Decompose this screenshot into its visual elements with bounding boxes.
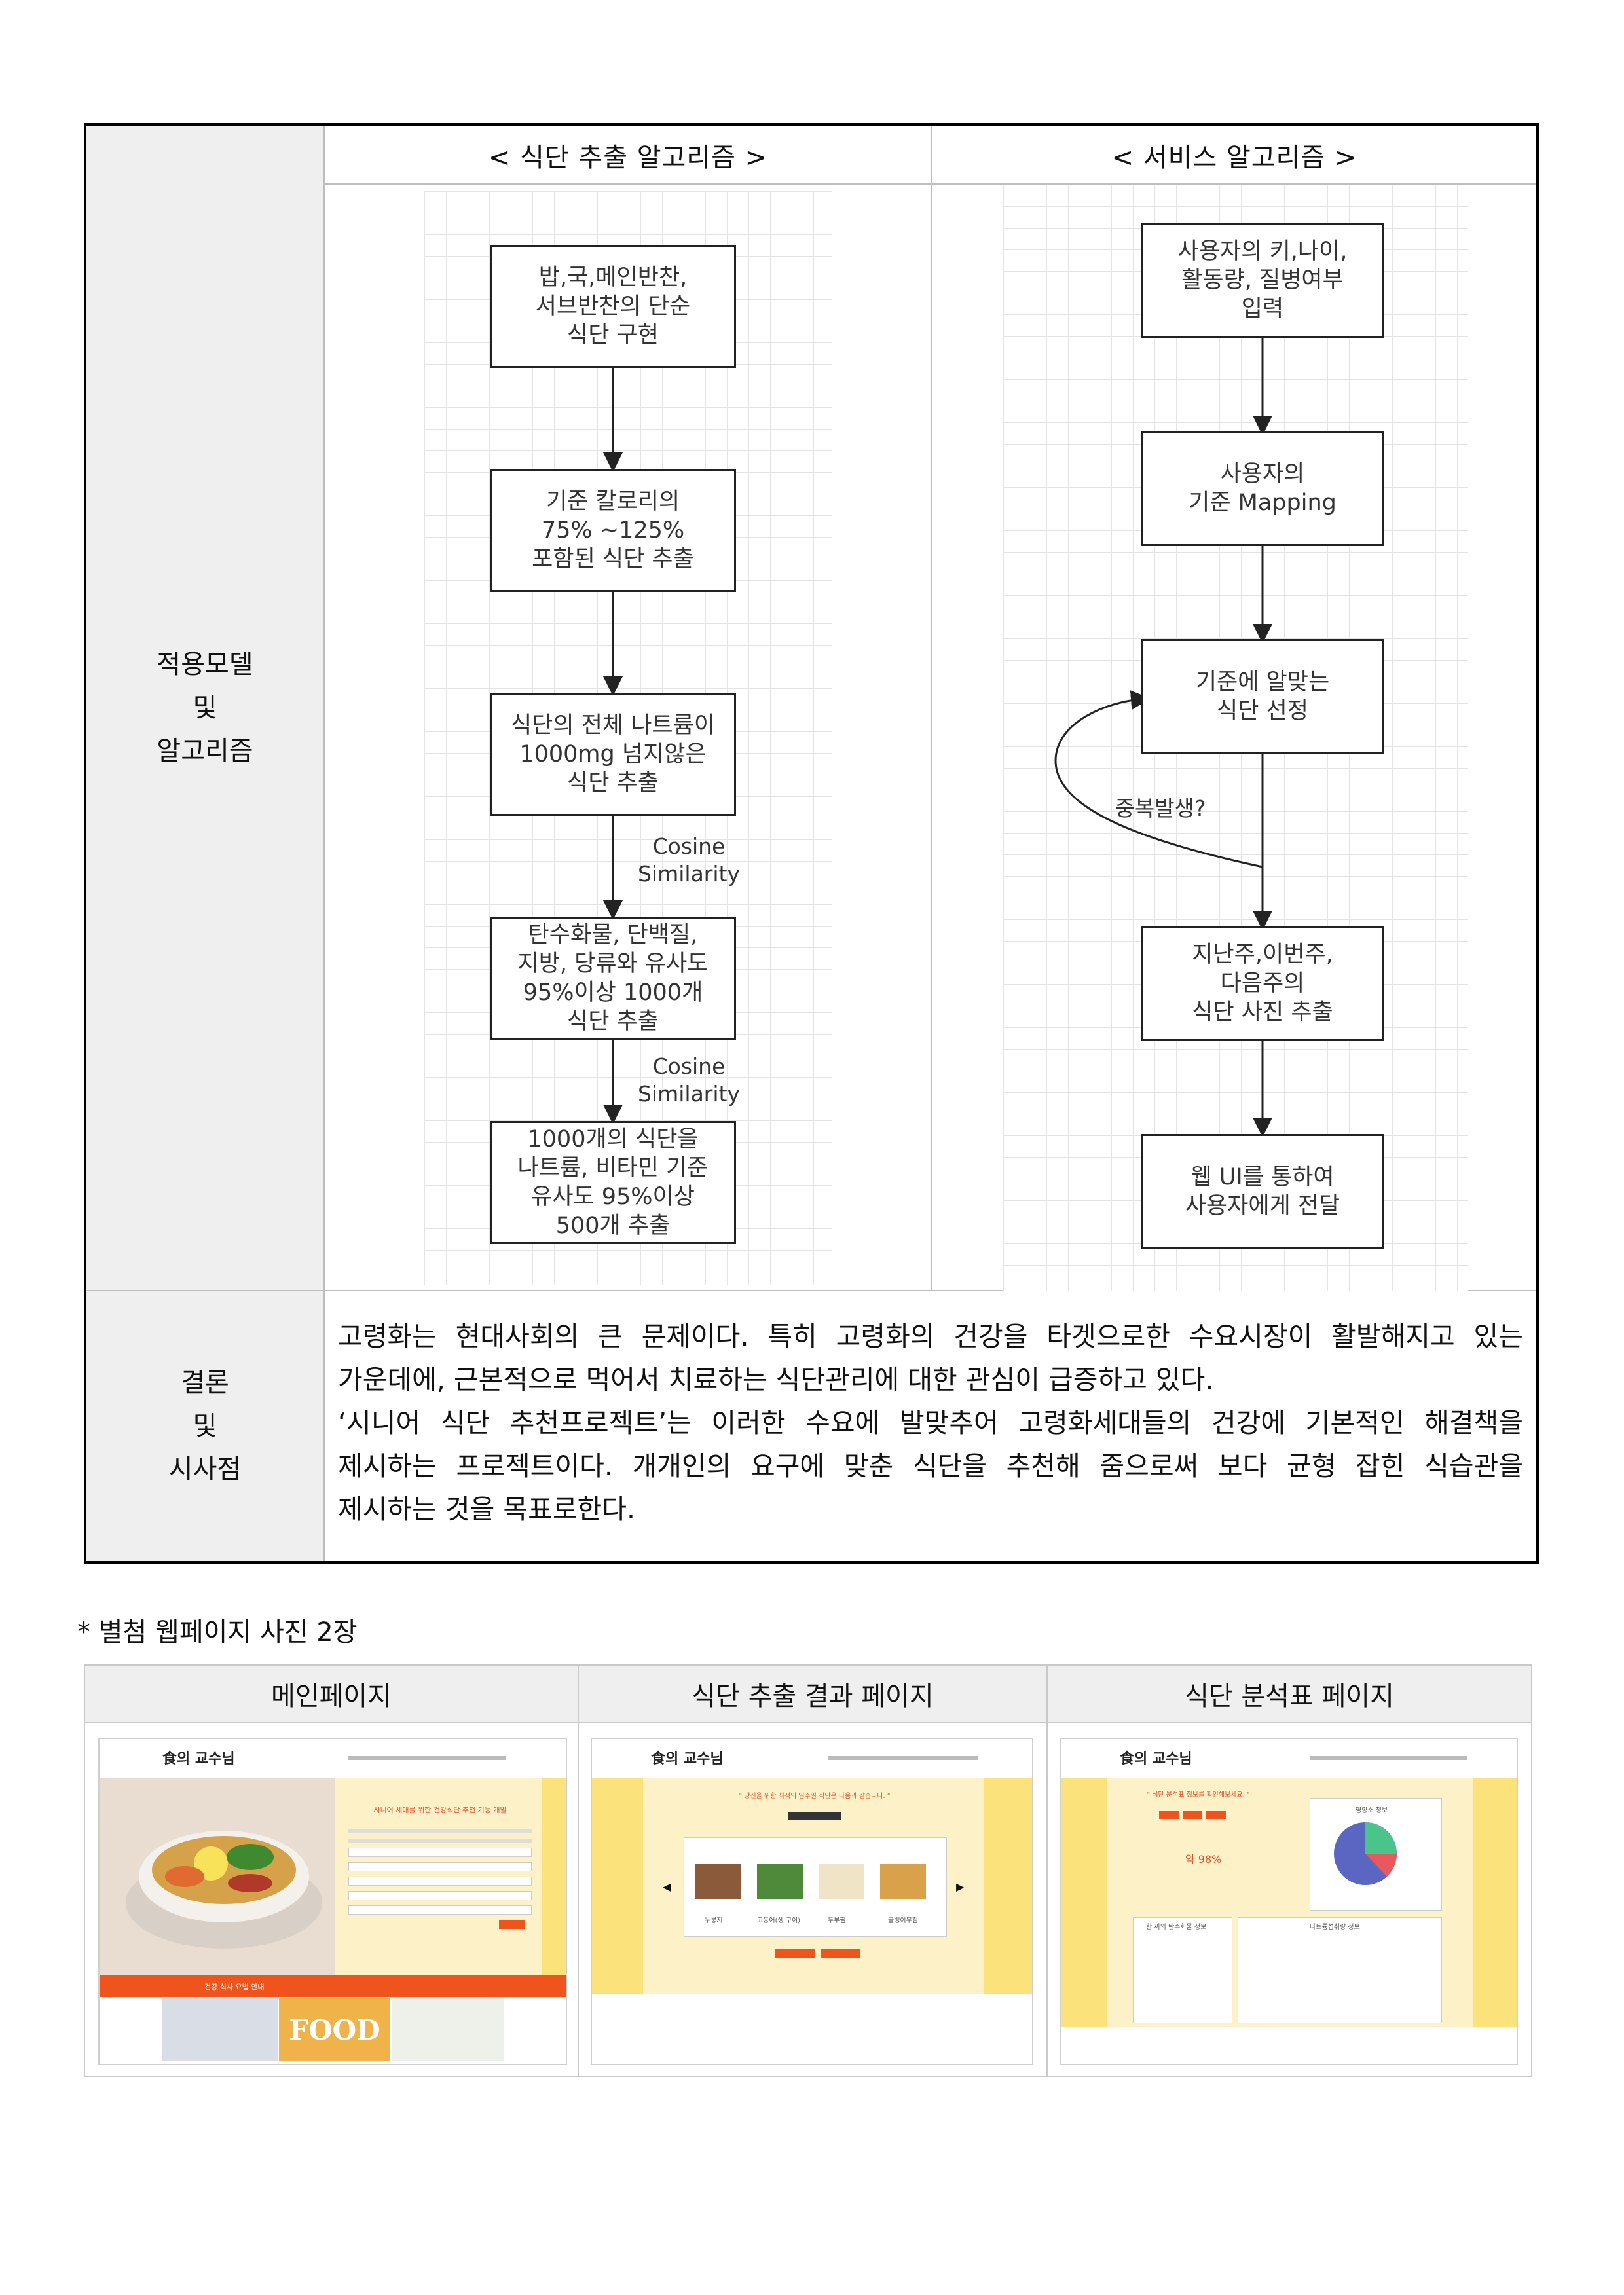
- algorithm-table: 적용모델 및 알고리즘 결론 및 시사점 < 식단 추출 알고리즘 > < 서비…: [84, 123, 1539, 1564]
- hero-side-stripe: [542, 1778, 566, 1975]
- service-step-box: 지난주,이번주, 다음주의 식단 사진 추출: [1141, 926, 1384, 1041]
- analysis-headline: " 식단 분석표 정보를 확인해보세요. ": [1147, 1791, 1250, 1799]
- extraction-step-box: 1000개의 식단을 나트륨, 비타민 기준 유사도 95%이상 500개 추출: [490, 1121, 736, 1244]
- conclusion-line: 가운데에, 근본적으로 먹어서 치료하는 식단관리에 대한 관심이 급증하고 있…: [338, 1364, 1214, 1395]
- signup-form: [348, 1824, 532, 1955]
- service-flow-arrows: [1054, 338, 1272, 1137]
- service-step-box: 사용자의 기준 Mapping: [1141, 431, 1384, 546]
- date-selector[interactable]: [788, 1812, 841, 1820]
- conclusion-line: 제시하는 프로젝트이다. 개개인의 요구에 맞춘 식단을 추천해 줌으로써 보다…: [338, 1450, 1523, 1482]
- dish-photo: [880, 1864, 926, 1899]
- conclusion-line: 제시하는 것을 목표로한다.: [338, 1494, 636, 1525]
- cosine-similarity-label: Cosine Similarity: [637, 1054, 741, 1107]
- extraction-flow-arrows: [603, 368, 623, 1124]
- screenshot-header: 메인페이지: [85, 1666, 578, 1723]
- conclusion-text: 고령화는 현대사회의 큰 문제이다. 특히 고령화의 건강을 타겟으로한 수요시…: [338, 1315, 1523, 1531]
- row1-label-cell: 적용모델 및 알고리즘: [86, 126, 323, 1290]
- screenshot-header: 식단 분석표 페이지: [1046, 1666, 1531, 1723]
- hero-headline: 시니어 세대를 위한 건강식단 추천 기능 개발: [373, 1806, 507, 1814]
- row2-label-line: 및: [193, 1411, 217, 1441]
- result-headline: " 당신을 위한 최적의 일주일 식단은 다음과 같습니다. ": [739, 1793, 891, 1800]
- tab-button[interactable]: [1183, 1811, 1202, 1819]
- site-logo: 食의 교수님: [162, 1750, 235, 1767]
- nav-bar: [1310, 1756, 1467, 1760]
- dish-name: 골뱅이무침: [888, 1917, 918, 1924]
- similarity-score: 약 98%: [1185, 1853, 1222, 1865]
- site-logo: 食의 교수님: [1120, 1750, 1192, 1767]
- prev-arrow-icon[interactable]: ◀: [663, 1881, 671, 1893]
- food-banner-text: FOOD: [289, 2013, 380, 2046]
- bibimbap-image: [100, 1778, 335, 1975]
- pie-title: 영양소 정보: [1356, 1807, 1388, 1814]
- next-arrow-icon[interactable]: ▶: [956, 1881, 965, 1893]
- duplicate-check-label: 중복발생?: [1115, 796, 1206, 821]
- dish-name: 고등어(생 구이): [757, 1917, 801, 1924]
- action-button[interactable]: [821, 1949, 860, 1958]
- result-page-screenshot: 食의 교수님 " 당신을 위한 최적의 일주일 식단은 다음과 같습니다. " …: [591, 1738, 1033, 2065]
- row2-label-line: 결론: [181, 1368, 229, 1398]
- kitchen-tools-image: [392, 1998, 504, 2061]
- action-button[interactable]: [775, 1949, 815, 1958]
- service-step-box: 기준에 알맞는 식단 선정: [1141, 639, 1384, 754]
- tab-button[interactable]: [1206, 1811, 1226, 1819]
- row1-label-line: 알고리즘: [157, 736, 253, 766]
- extraction-step-box: 기준 칼로리의 75% ~125% 포함된 식단 추출: [490, 469, 736, 592]
- health-device-image: [162, 1998, 278, 2061]
- dish-photo: [695, 1864, 741, 1899]
- analysis-page-screenshot: 食의 교수님 " 식단 분석표 정보를 확인해보세요. " 약 98% 영양소 …: [1060, 1738, 1518, 2065]
- tab-button[interactable]: [1159, 1811, 1179, 1819]
- screenshot-header: 식단 추출 결과 페이지: [578, 1666, 1046, 1723]
- sodium-chart-title: 나트륨섭취량 정보: [1310, 1924, 1360, 1931]
- carb-chart-panel: [1133, 1917, 1232, 2023]
- extraction-step-box: 탄수화물, 단백질, 지방, 당류와 유사도 95%이상 1000개 식단 추출: [490, 917, 736, 1040]
- extraction-step-box: 식단의 전체 나트륨이 1000mg 넘지않은 식단 추출: [490, 693, 736, 816]
- nutrient-pie-chart: [1334, 1822, 1397, 1885]
- table-divider: [1046, 1723, 1048, 2077]
- red-info-bar-text: 건강 식사 요법 안내: [204, 1983, 265, 1991]
- service-flowchart-canvas: [1003, 185, 1468, 1291]
- row2-label-line: 시사점: [168, 1454, 242, 1484]
- screenshot-table: 메인페이지 식단 추출 결과 페이지 식단 분석표 페이지 食의 교수님 시니어…: [84, 1664, 1532, 2077]
- row1-label-line: 적용모델: [157, 650, 253, 680]
- attachment-note: * 별첨 웹페이지 사진 2장: [77, 1617, 358, 1647]
- table-divider: [325, 183, 1536, 185]
- table-divider: [578, 1723, 579, 2077]
- dish-name: 두부찜: [828, 1917, 846, 1924]
- extraction-algorithm-header: < 식단 추출 알고리즘 >: [488, 143, 768, 173]
- service-algorithm-header: < 서비스 알고리즘 >: [1111, 143, 1357, 173]
- nav-bar: [348, 1756, 506, 1760]
- dish-name: 누룽지: [705, 1917, 723, 1924]
- table-divider: [86, 1290, 1536, 1291]
- cosine-similarity-label: Cosine Similarity: [637, 834, 741, 887]
- dish-photo: [819, 1864, 864, 1899]
- red-info-bar: [100, 1975, 566, 1997]
- food-banner-image: FOOD: [279, 1998, 390, 2061]
- service-step-box: 웹 UI를 통하여 사용자에게 전달: [1141, 1134, 1384, 1249]
- site-logo: 食의 교수님: [651, 1750, 724, 1767]
- nav-bar: [828, 1756, 978, 1760]
- conclusion-line: ‘시니어 식단 추천프로젝트’는 이러한 수요에 발맞추어 고령화세대들의 건강…: [338, 1407, 1523, 1439]
- table-divider: [323, 126, 325, 1561]
- row2-label-cell: 결론 및 시사점: [86, 1291, 323, 1561]
- service-step-box: 사용자의 키,나이, 활동량, 질병여부 입력: [1141, 223, 1384, 338]
- extraction-step-box: 밥,국,메인반찬, 서브반찬의 단순 식단 구현: [490, 245, 736, 368]
- table-divider: [931, 126, 932, 1290]
- row1-label-line: 및: [193, 693, 217, 723]
- carb-chart-title: 한 끼의 탄수화물 정보: [1146, 1924, 1207, 1931]
- sodium-chart-panel: [1238, 1917, 1442, 2023]
- main-page-screenshot: 食의 교수님 시니어 세대를 위한 건강식단 추천 기능 개발 건강 식사 요법: [98, 1738, 567, 2065]
- dish-photo: [757, 1864, 803, 1899]
- conclusion-line: 고령화는 현대사회의 큰 문제이다. 특히 고령화의 건강을 타겟으로한 수요시…: [338, 1321, 1523, 1352]
